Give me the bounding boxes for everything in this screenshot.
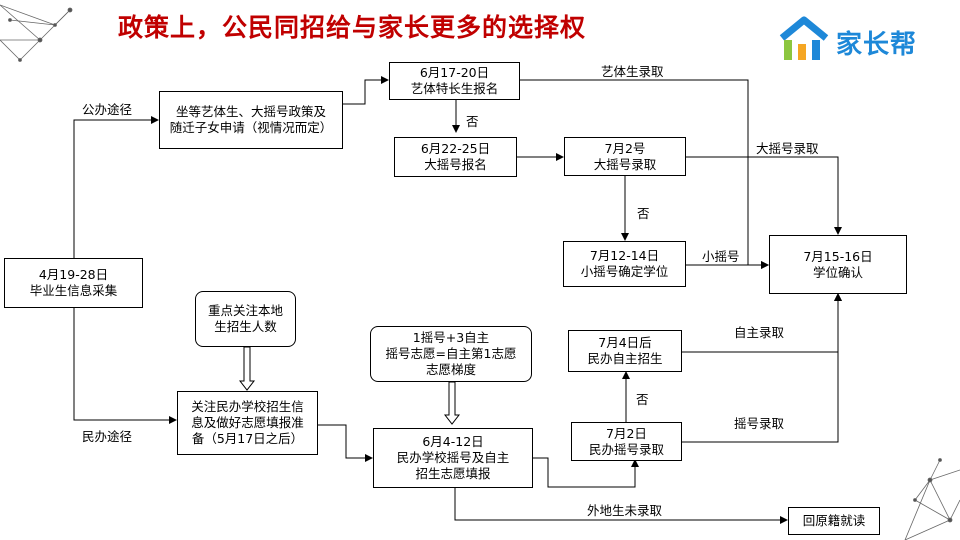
label-no-3: 否 [636,392,649,407]
label-big-admit: 大摇号录取 [756,141,819,156]
connector-to-private-lottery [318,424,373,462]
label-outside-not-admit: 外地生未录取 [587,503,663,518]
node-private-prep: 关注民办学校招生信息及做好志愿填报准备（5月17日之后） [177,391,318,455]
label-public-path: 公办途径 [82,102,133,117]
brand-logo: 家长帮 [778,16,948,68]
label-art-admit: 艺体生录取 [601,64,664,79]
node-focus-local: 重点关注本地生招生人数 [195,291,296,347]
connector-big-admit [686,156,842,235]
label-self-admit: 自主录取 [734,325,785,340]
logo-text: 家长帮 [836,30,918,60]
node-private-self: 7月4日后民办自主招生 [568,330,682,372]
label-no-2: 否 [637,206,650,221]
node-return-home: 回原籍就读 [788,507,880,535]
connector-to-private-admit [533,457,639,488]
hollow-arrow-2 [443,381,461,425]
node-info-collect: 4月19-28日毕业生信息采集 [4,258,143,308]
node-big-signup: 6月22-25日大摇号报名 [394,137,517,177]
label-lottery-admit: 摇号录取 [734,416,785,431]
node-confirm: 7月15-16日学位确认 [769,235,907,294]
connector-outside [454,488,788,524]
hollow-arrow-1 [238,346,256,391]
node-small-lottery: 7月12-14日小摇号确定学位 [563,241,686,287]
label-private-path: 民办途径 [82,429,133,444]
connector-public-path [73,116,159,258]
node-private-lottery: 6月4-12日民办学校摇号及自主招生志愿填报 [373,428,533,488]
label-no-1: 否 [466,114,479,129]
node-private-admit: 7月2日民办摇号录取 [571,422,682,461]
node-art-signup: 6月17-20日艺体特长生报名 [389,62,520,100]
connector-lottery-admit [682,293,842,443]
node-big-admit: 7月2号大摇号录取 [564,137,686,176]
slide-title: 政策上，公民同招给与家长更多的选择权 [118,13,587,42]
node-lottery-rule: 1摇号+3自主摇号志愿=自主第1志愿志愿梯度 [370,326,532,382]
connector-private-path [73,308,177,424]
node-art-policy: 坐等艺体生、大摇号政策及随迁子女申请（视情况而定） [159,91,343,149]
connector-art-signup [343,76,389,105]
house-logo-icon [779,16,829,60]
label-small: 小摇号 [702,249,740,264]
